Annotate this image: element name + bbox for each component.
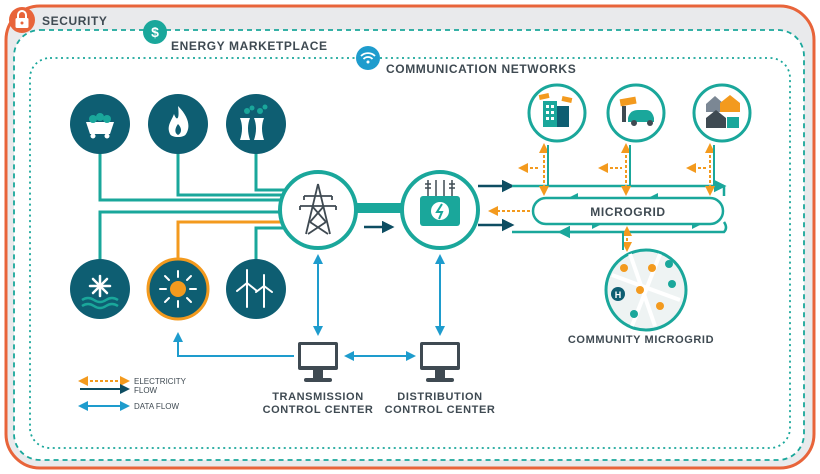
substation-output-arrows xyxy=(478,179,515,232)
transmission-tower-icon xyxy=(278,170,358,250)
svg-text:H: H xyxy=(615,290,622,300)
coal-icon xyxy=(70,94,130,154)
legend-data-flow-label: DATA FLOW xyxy=(134,402,179,411)
distribution-control-center-monitor-icon xyxy=(420,342,460,382)
houses-solar-icon xyxy=(692,83,752,143)
legend: ELECTRICITY FLOW DATA FLOW xyxy=(78,376,187,411)
data-flow-lines xyxy=(173,254,445,361)
legend-electricity-label-2: FLOW xyxy=(134,386,158,395)
consumer-teal-flows xyxy=(547,145,715,250)
commercial-building-solar-icon xyxy=(527,83,587,143)
substation-icon xyxy=(400,170,480,250)
home-solar-electric-vehicle-icon xyxy=(606,83,666,143)
solar-line xyxy=(176,220,288,265)
community-microgrid-label: COMMUNITY MICROGRID xyxy=(568,334,714,346)
dollar-icon: $ xyxy=(143,20,167,44)
transmission-control-center-monitor-icon xyxy=(298,342,338,382)
microgrid-box xyxy=(531,196,725,226)
energy-marketplace-layer xyxy=(13,29,805,461)
solar-icon xyxy=(146,257,210,321)
transmission-control-center-label-2: CONTROL CENTER xyxy=(263,404,374,416)
svg-text:$: $ xyxy=(151,24,159,40)
microgrid-label: MICROGRID xyxy=(590,205,665,219)
consumer-electricity-flows xyxy=(518,143,715,252)
generation-lines xyxy=(98,148,404,265)
lock-icon xyxy=(9,7,35,33)
natural-gas-flame-icon xyxy=(148,94,208,154)
transmission-control-center-label-1: TRANSMISSION xyxy=(272,391,364,403)
legend-electricity-label-1: ELECTRICITY xyxy=(134,377,187,386)
distribution-control-center-label-2: CONTROL CENTER xyxy=(385,404,496,416)
communication-networks-label: COMMUNICATION NETWORKS xyxy=(386,62,576,76)
nuclear-cooling-tower-icon xyxy=(226,94,286,154)
hydro-icon xyxy=(70,259,130,319)
wind-turbine-icon xyxy=(226,259,286,319)
wifi-icon xyxy=(356,46,380,70)
security-label: SECURITY xyxy=(42,14,107,28)
community-microgrid-map-icon: H xyxy=(604,248,688,332)
distribution-control-center-label-1: DISTRIBUTION xyxy=(397,391,482,403)
communication-networks-layer xyxy=(29,57,791,449)
energy-marketplace-label: ENERGY MARKETPLACE xyxy=(171,39,328,53)
